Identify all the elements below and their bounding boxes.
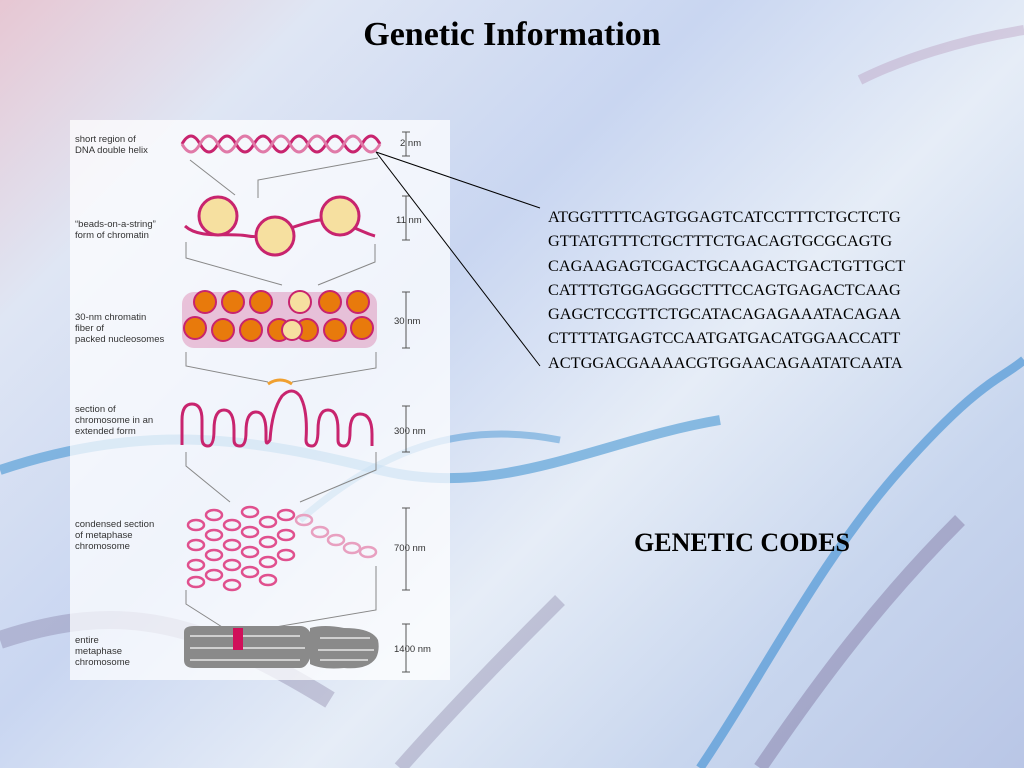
30nm-chromatin-fiber	[182, 290, 377, 348]
stage-label-condensed-section: condensed section of metaphase chromosom…	[75, 519, 155, 552]
size-label-1400nm: 1400 nm	[394, 644, 431, 655]
sequence-line: CAGAAGAGTCGACTGCAAGACTGACTGTTGCT	[548, 255, 906, 275]
slide-title: Genetic Information	[363, 16, 661, 53]
zoom-lines	[375, 151, 541, 367]
size-label-2nm: 2 nm	[400, 138, 422, 149]
sequence-line: ATGGTTTTCAGTGGAGTCATCCTTTCTGCTCTG	[548, 207, 901, 226]
stage-label-dna-helix: short region of DNA double helix	[75, 134, 148, 156]
size-label-11nm: 11 nm	[396, 215, 422, 226]
extended-chromatin-loops	[180, 389, 374, 448]
sequence-line: CATTTGTGGAGGGCTTTCCAGTGAGACTCAAG	[548, 279, 901, 299]
stage-label-30nm-fiber: 30-nm chromatin fiber of packed nucleoso…	[75, 312, 165, 345]
stage-label-metaphase-chromosome: entire metaphase chromosome	[75, 635, 130, 668]
scale-bars	[402, 131, 410, 673]
dna-double-helix	[180, 134, 382, 154]
sequence-line: GAGCTCCGTTCTGCATACAGAGAAATACAGAA	[548, 304, 901, 324]
sequence-line: GTTATGTTTCTGCTTTCTGACAGTGCGCAGTG	[548, 231, 893, 251]
sequence-line: ACTGGACGAAAACGTGGAACAGAATATCAATA	[548, 352, 903, 372]
stage-label-beads-on-string: “beads-on-a-string” form of chromatin	[75, 219, 156, 241]
dna-sequence-block: ATGGTTTTCAGTGGAGTCATCCTTTCTGCTCTG GTTATG…	[548, 205, 905, 375]
size-label-300nm: 300 nm	[394, 426, 426, 437]
genetic-codes-caption: GENETIC CODES	[634, 528, 850, 557]
metaphase-chromosome	[184, 626, 379, 669]
sequence-line: CTTTTATGAGTCCAATGATGACATGGAACCATT	[548, 328, 901, 348]
beads-on-string	[183, 195, 376, 257]
stage-label-extended-chromosome: section of chromosome in an extended for…	[75, 404, 154, 437]
chromatin-diagram-panel	[70, 120, 450, 680]
size-label-700nm: 700 nm	[394, 543, 426, 554]
condensed-metaphase-section	[186, 505, 378, 592]
size-label-30nm: 30 nm	[394, 316, 421, 327]
